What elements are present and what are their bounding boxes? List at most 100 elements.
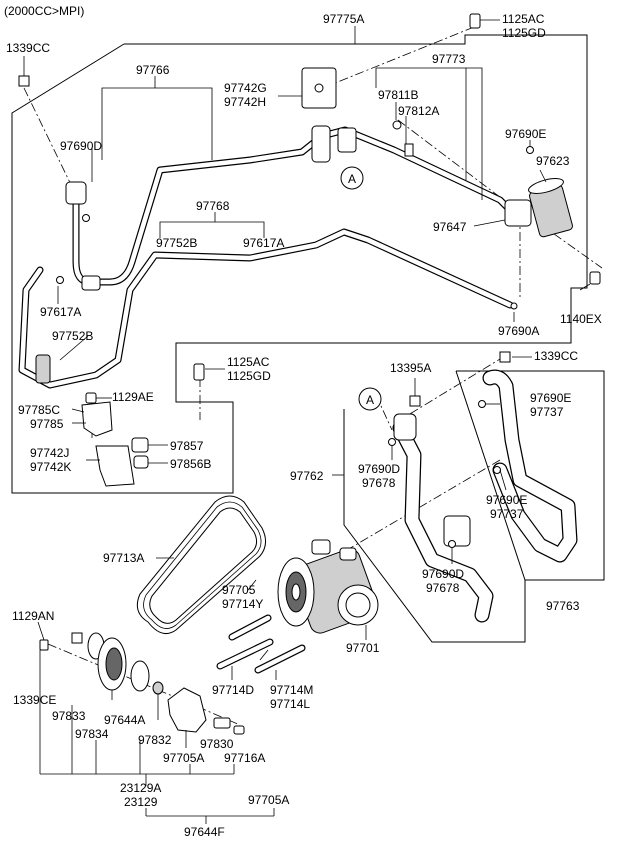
label-97763: 97763 (546, 599, 580, 613)
suction-pipe-97766 (72, 126, 524, 286)
label-97690d-left: 97690D (60, 139, 102, 153)
nut-1339ce (71, 632, 83, 644)
grommet-97856b (133, 455, 149, 469)
label-97752b-mid: 97752B (156, 236, 197, 250)
bolt-97811b (392, 120, 402, 130)
label-1140ex: 1140EX (560, 312, 602, 326)
valve-core-97812a (404, 143, 414, 157)
label-1339ce: 1339CE (13, 693, 56, 707)
spacer-97832 (152, 681, 164, 695)
label-97742h: 97742H (224, 95, 266, 109)
pressure-sensor-97752b (35, 354, 51, 384)
label-97737-r1: 97737 (530, 405, 564, 419)
label-97644a: 97644A (104, 713, 145, 727)
label-97762: 97762 (290, 469, 324, 483)
label-97773: 97773 (432, 52, 466, 66)
label-97713a: 97713A (103, 551, 144, 565)
label-1125ac-mid: 1125AC (227, 355, 270, 369)
label-97812a: 97812A (398, 104, 439, 118)
label-97785: 97785 (30, 417, 64, 431)
label-97690e-top: 97690E (505, 127, 546, 141)
o-ring-97617a (56, 276, 64, 284)
o-ring-97690a (510, 302, 518, 310)
o-ring-97690d-mid (388, 438, 396, 446)
label-97752b-left: 97752B (52, 329, 93, 343)
label-1125ac-top: 1125AC (502, 12, 545, 26)
label-1129an: 1129AN (12, 609, 54, 623)
label-1125gd-top: 1125GD (502, 26, 546, 40)
part-labels: (2000CC>MPI) 97775A 1125AC 1125GD 1339CC… (4, 4, 602, 839)
compressor-97701 (277, 539, 379, 634)
label-97705a-bottom: 97705A (248, 793, 289, 807)
label-13395a: 13395A (390, 361, 431, 375)
label-97714l: 97714L (270, 697, 310, 711)
bracket-97742j (95, 445, 135, 487)
suction-fitting-97690d (65, 181, 87, 205)
pulley-97834-inner (105, 647, 123, 681)
label-1125gd-mid: 1125GD (227, 369, 271, 383)
label-23129: 23129 (124, 795, 158, 809)
label-97690e-r1: 97690E (530, 391, 571, 405)
o-ring-97690e-r1 (478, 400, 486, 408)
washer-97644a (130, 660, 150, 692)
label-1339cc-right: 1339CC (534, 349, 578, 363)
label-97857: 97857 (170, 439, 204, 453)
label-97617a-mid: 97617A (243, 236, 284, 250)
label-97678-low: 97678 (426, 581, 460, 595)
label-97737-r2: 97737 (490, 507, 524, 521)
label-97644f: 97644F (184, 825, 225, 839)
label-97742j: 97742J (30, 446, 69, 460)
label-97742g: 97742G (224, 81, 267, 95)
label-97716a: 97716A (224, 751, 265, 765)
compressor-bolts (216, 614, 306, 674)
label-97714d: 97714D (212, 683, 254, 697)
hose-block-lower (443, 515, 471, 547)
bracket-97705a (167, 687, 207, 733)
label-97833: 97833 (52, 709, 86, 723)
label-1129ae: 1129AE (112, 390, 154, 404)
hose-fitting-upper (393, 413, 417, 441)
discharge-hose-97762 (388, 395, 494, 623)
label-97714y: 97714Y (222, 597, 263, 611)
upper-fittings (18, 13, 601, 384)
label-97832: 97832 (138, 733, 172, 747)
bolt-1140ex (589, 271, 601, 285)
bolt-1129an (39, 639, 49, 651)
receiver-drier-97623 (528, 178, 573, 238)
grommet-97857 (131, 437, 149, 453)
label-97690d-low: 97690D (422, 567, 464, 581)
boundary-frames (11, 34, 605, 643)
clip-hole (314, 83, 324, 93)
bolt-1339cc-left (18, 75, 30, 87)
nut-13395a (409, 395, 421, 407)
bolt-97716a (233, 725, 245, 735)
label-97623: 97623 (536, 154, 570, 168)
o-ring-97690e-r2 (493, 466, 501, 474)
bracket-group (81, 363, 205, 487)
label-97811b: 97811B (378, 88, 418, 102)
label-97705a-low: 97705A (163, 751, 204, 765)
label-97830: 97830 (200, 737, 234, 751)
bolt-1129ae (85, 392, 97, 404)
label-97690e-r2: 97690E (486, 493, 527, 507)
label-97742k: 97742K (30, 460, 71, 474)
callout-a-top-label: A (348, 172, 356, 186)
label-1339cc-left: 1339CC (6, 41, 50, 55)
label-97785c: 97785C (18, 403, 60, 417)
suction-hose-97763 (478, 351, 578, 563)
label-97678-mid: 97678 (362, 476, 396, 490)
adjuster-97830 (213, 717, 231, 729)
label-97647: 97647 (433, 220, 467, 234)
label-97775a: 97775A (323, 12, 364, 26)
label-97701: 97701 (346, 641, 380, 655)
label-97768: 97768 (196, 199, 230, 213)
o-ring-97690e-top (526, 146, 534, 154)
callout-a-mid-label: A (366, 393, 374, 407)
nut-1339cc-right (499, 351, 511, 363)
label-97856b: 97856B (170, 457, 211, 471)
o-ring-97690d (82, 214, 90, 222)
pipe-fitting-97647 (504, 199, 532, 227)
o-ring-97690d-low (448, 540, 456, 548)
upper-pipe-connector (311, 125, 331, 163)
